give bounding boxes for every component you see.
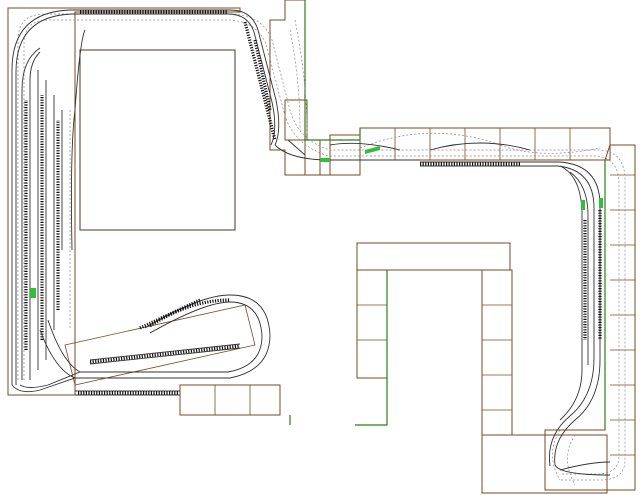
loop-table-outline [64,304,256,386]
upper-shelf [359,127,611,161]
accent-right-1 [581,200,585,210]
inner-right-leg [481,269,513,436]
upper-right-strip [269,0,321,176]
station-spurs [139,139,531,330]
room-wall-bottom-center [355,270,388,426]
accent-markers [30,146,603,298]
accent-right-2 [599,198,603,208]
central-room-outline [79,49,236,231]
accent-left [30,288,36,298]
upper-shelf-dividers [394,128,571,160]
inner-peninsula [356,242,511,271]
bottom-left-boards [179,384,281,416]
hidden-track [17,13,626,486]
accent-upper [320,158,330,162]
room-wall-upper [304,0,361,141]
main-track [11,9,611,476]
inner-leg-dividers [357,304,512,411]
room-walls [289,0,606,430]
right-column-dividers [610,174,635,456]
benchwork [7,0,636,494]
bottom-right-block [481,434,608,494]
inner-left-leg [356,269,388,379]
right-column [544,144,636,491]
accent-upper-curve [365,146,380,154]
upper-connector-boards [284,99,361,176]
